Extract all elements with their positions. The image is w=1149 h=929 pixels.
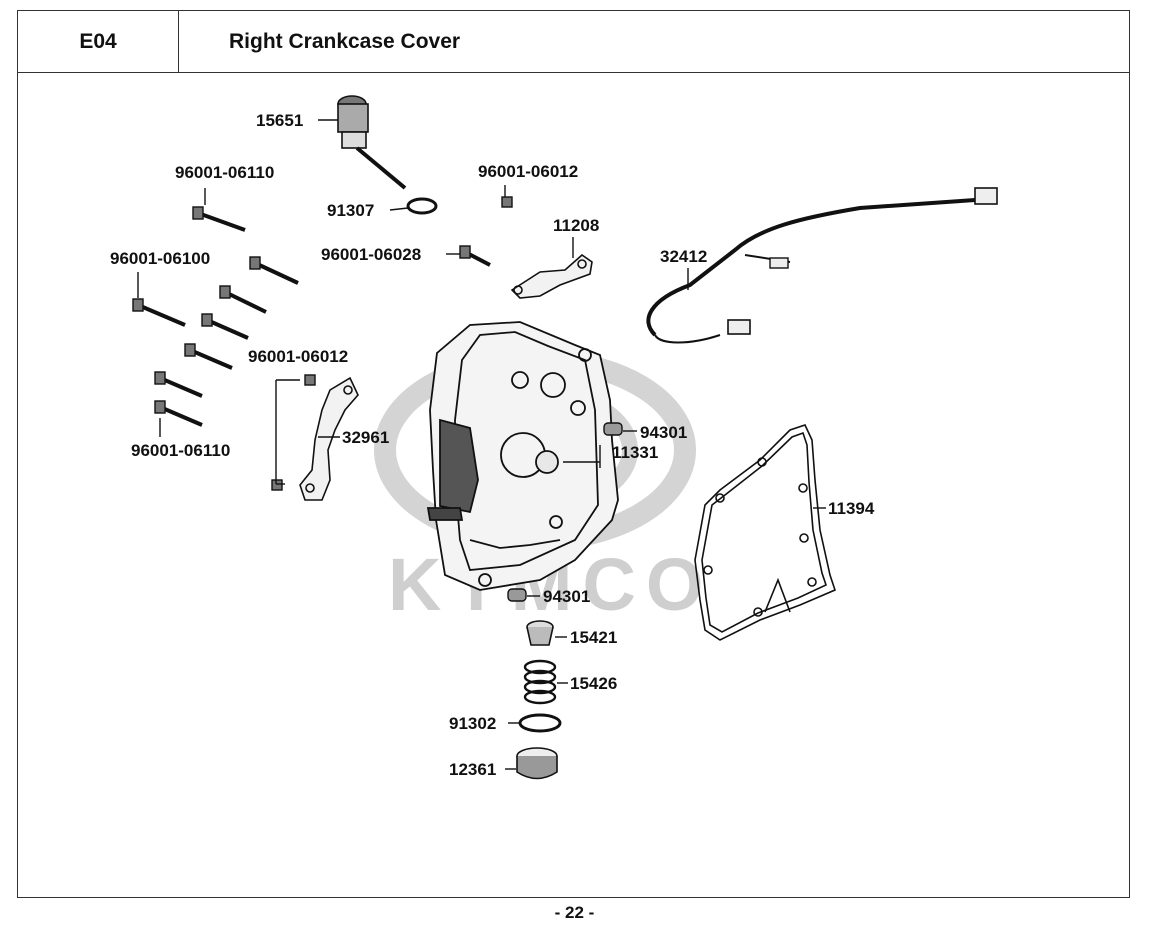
callout-11208: 11208 [553,216,599,235]
callout-labels: 15651 91307 96001-06110 96001-06012 1120… [110,111,875,779]
bolts [132,196,513,491]
dowel-pins [507,422,623,602]
callout-12361: 12361 [449,760,496,779]
callout-96001-06012-top: 96001-06012 [478,162,578,181]
diagram-frame: E04 Right Crankcase Cover [17,10,1130,898]
callout-96001-06100: 96001-06100 [110,249,210,268]
spring-15426 [523,659,557,705]
o-ring-91302 [518,713,562,733]
callout-15426: 15426 [570,674,617,693]
callout-96001-06110-top: 96001-06110 [175,163,274,182]
callout-15421: 15421 [570,628,617,647]
page-number: - 22 - [554,903,595,922]
section-code: E04 [18,11,179,72]
dipstick-part [337,95,407,190]
callout-11394: 11394 [828,499,875,518]
callout-32412: 32412 [660,247,707,266]
leader-lines [137,119,826,770]
cable-part [646,187,998,344]
plate-part [299,376,359,501]
callout-96001-06028: 96001-06028 [321,245,421,264]
callout-94301-bot: 94301 [543,587,590,606]
callout-15651: 15651 [256,111,303,130]
callout-94301-top: 94301 [640,423,687,442]
page-title: Right Crankcase Cover [229,29,461,53]
callout-32961: 32961 [342,428,389,447]
bracket-part [510,253,593,299]
drain-cap-12361 [516,747,558,780]
gasket-part [694,424,836,641]
callout-91307: 91307 [327,201,374,220]
header-bar: E04 Right Crankcase Cover [18,11,1129,73]
o-ring-91307 [406,197,438,215]
strainer-15421 [526,620,554,646]
callout-91302: 91302 [449,714,496,733]
crankcase-cover-part [426,321,619,591]
callout-11331: 11331 [612,443,658,462]
callout-96001-06012-mid: 96001-06012 [248,347,348,366]
callout-96001-06110-bot: 96001-06110 [131,441,230,460]
